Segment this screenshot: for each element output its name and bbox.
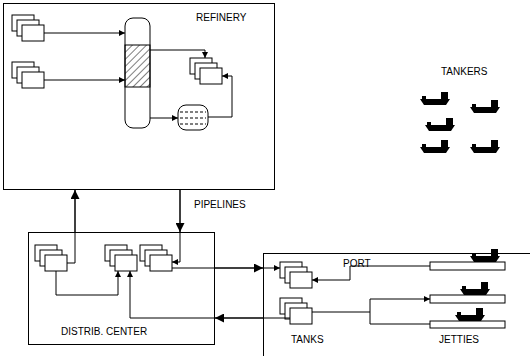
port-box: PORT TANKS JETTIES	[263, 253, 530, 356]
area-title: DISTRIB. CENTER	[61, 326, 147, 338]
pipeline-connector	[215, 317, 263, 319]
refinery-box: REFINERY	[3, 3, 275, 190]
pipeline-connector	[215, 267, 263, 269]
pipeline-connector	[74, 190, 76, 232]
area-title: REFINERY	[196, 12, 246, 24]
fleet-label: TANKERS	[440, 66, 489, 78]
group-label: TANKS	[291, 334, 324, 346]
pipeline-connector	[179, 190, 181, 232]
distribution-box: DISTRIB. CENTER	[28, 232, 215, 345]
area-title: PORT	[343, 258, 371, 270]
group-label: JETTIES	[439, 334, 479, 346]
pipeline-label: PIPELINES	[193, 199, 247, 211]
